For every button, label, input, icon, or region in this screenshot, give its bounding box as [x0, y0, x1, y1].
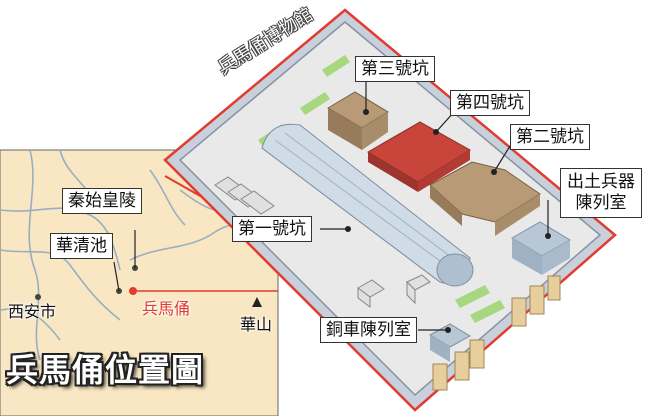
- pit2-label: 第二號坑: [510, 124, 590, 150]
- small-buildings: [214, 176, 431, 308]
- terracotta-marker: [129, 287, 137, 295]
- mountain-icon: [252, 297, 262, 307]
- page-title: 兵馬俑位置圖: [6, 351, 205, 389]
- xian-label: 西安市: [8, 302, 57, 321]
- bronze-label: 銅車陳列室: [320, 317, 417, 343]
- huaqing-label: 華清池: [50, 233, 113, 259]
- tomb-label: 秦始皇陵: [62, 188, 142, 214]
- exhibit-label: 出土兵器 陳列室: [560, 168, 642, 218]
- huashan-label: 華山: [240, 315, 273, 334]
- pit3-label: 第三號坑: [355, 56, 435, 82]
- pit1-label: 第一號坑: [232, 216, 312, 242]
- pit1-hall: [261, 123, 474, 287]
- gate-posts: [432, 275, 561, 391]
- terracotta-label: 兵馬俑: [142, 299, 191, 318]
- xian-dot: [35, 294, 41, 300]
- museum-site: [163, 8, 617, 412]
- pit4-label: 第四號坑: [450, 90, 530, 116]
